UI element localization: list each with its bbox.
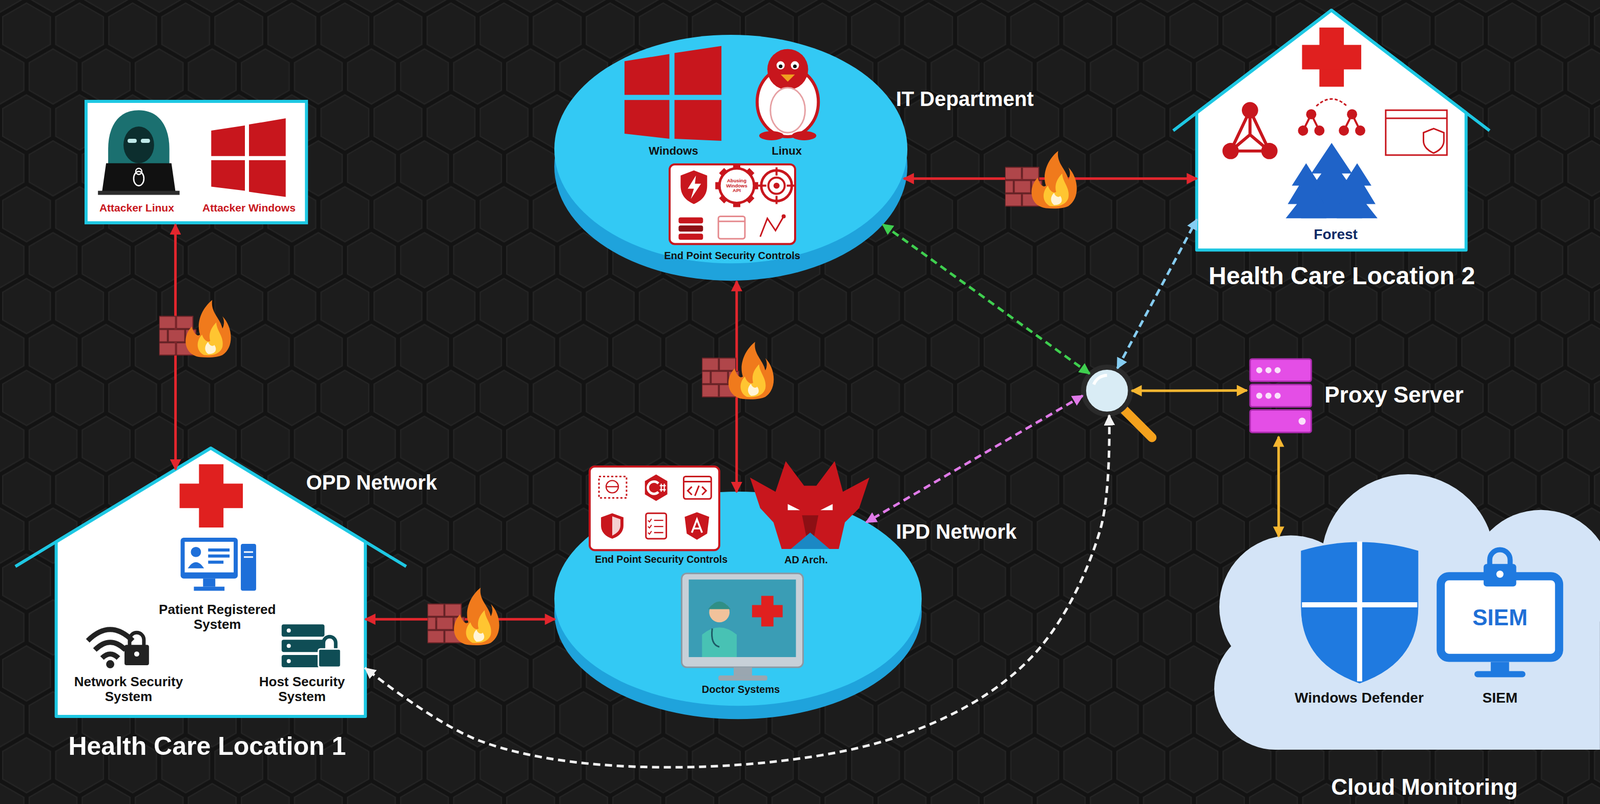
os-label: Linux [771,144,802,158]
ipd-network-disc: End Point Security ControlsIPD NetworkAD… [552,489,924,723]
text-slot: Attacker Windows [191,201,306,215]
location-title: Health Care Location 2 [1208,262,1475,290]
monitoring-hub [1076,362,1158,444]
text-slot: Proxy Server [1324,382,1549,408]
connector-arrow [1117,219,1197,369]
health-care-house: ForestHealth Care Location 2 [1173,8,1490,254]
connector-arrow [365,415,1110,768]
proxy-server-outline [1247,357,1315,437]
text-slot: End Point Security Controls [642,250,822,262]
server-label: Proxy Server [1324,382,1464,408]
endpoint-controls-panel: End Point Security Controls [588,465,721,552]
endpoint-controls-panel-outline [588,465,721,552]
attacker-label: Attacker Linux [99,201,175,215]
text-slot: SIEM [1453,690,1546,706]
connector-arrow [882,224,1090,374]
text-slot: Health Care Location 1 [0,732,422,761]
attacker-label: Attacker Windows [202,201,296,215]
screen-text: SIEM [1472,605,1528,631]
text-slot: Health Care Location 2 [1137,262,1547,290]
text-slot: Host Security System [240,674,364,705]
text-slot: Windows [637,144,710,158]
monitoring-hub-outline [1076,362,1158,444]
icon-caption: Abusing Windows API [723,178,751,194]
text-slot: OPD Network [306,471,531,495]
text-slot: AD Arch. [760,554,853,566]
panel-caption: End Point Security Controls [594,554,728,566]
text-slot: Linux [756,144,818,158]
health-care-house-outline [1173,8,1490,254]
network-title: IPD Network [896,520,1017,544]
network-title: OPD Network [306,471,438,495]
text-slot: Abusing Windows API [723,178,751,194]
text-slot: Forest [1269,226,1403,243]
text-slot: Patient Registered System [135,602,300,633]
health-care-house: OPD NetworkPatient Registered SystemNetw… [15,446,407,720]
service-label: SIEM [1482,690,1518,706]
connector-arrow [903,177,1197,180]
endpoint-controls-panel-outline [668,163,797,245]
os-label: Windows [648,144,698,158]
cloud-monitoring-outline [1214,474,1600,766]
connector-arrow [1277,437,1280,537]
cloud-monitoring: Windows DefenderSIEMSIEMCloud Monitoring [1214,474,1600,766]
text-slot: IPD Network [896,520,1121,544]
proxy-server: Proxy Server [1247,357,1315,437]
connector-arrow [866,396,1083,523]
text-slot: End Point Security Controls [571,554,751,566]
attacker-box: Attacker Linux Attacker Windows [84,99,308,225]
cloud-title: Cloud Monitoring [1331,774,1518,800]
text-slot: Doctor Systems [669,683,813,696]
icon-caption: AD Arch. [784,554,828,566]
text-slot: IT Department [896,87,1121,111]
text-slot: SIEM [1448,605,1551,631]
panel-caption: End Point Security Controls [663,250,801,262]
it-department-disc-outline [552,33,910,284]
text-slot: Attacker Linux [80,201,193,215]
endpoint-controls-panel: End Point Security ControlsAbusing Windo… [668,163,797,245]
location-title: Health Care Location 1 [68,732,346,761]
connector-arrow [1131,389,1248,392]
text-slot: Windows Defender [1272,690,1447,706]
forest-label: Forest [1313,226,1358,243]
system-label: Network Security System [57,674,201,705]
system-label: Host Security System [240,674,364,705]
text-slot: Network Security System [57,674,201,705]
connector-arrow [365,618,555,621]
it-department-disc: End Point Security Controls Abusing Windo… [552,33,910,284]
service-label: Windows Defender [1294,690,1424,706]
system-label: Patient Registered System [135,602,300,633]
connector-arrow [735,281,738,493]
icon-caption: Doctor Systems [701,683,780,696]
connector-arrow [174,224,177,470]
network-title: IT Department [896,87,1034,111]
text-slot: Cloud Monitoring [1240,774,1600,800]
